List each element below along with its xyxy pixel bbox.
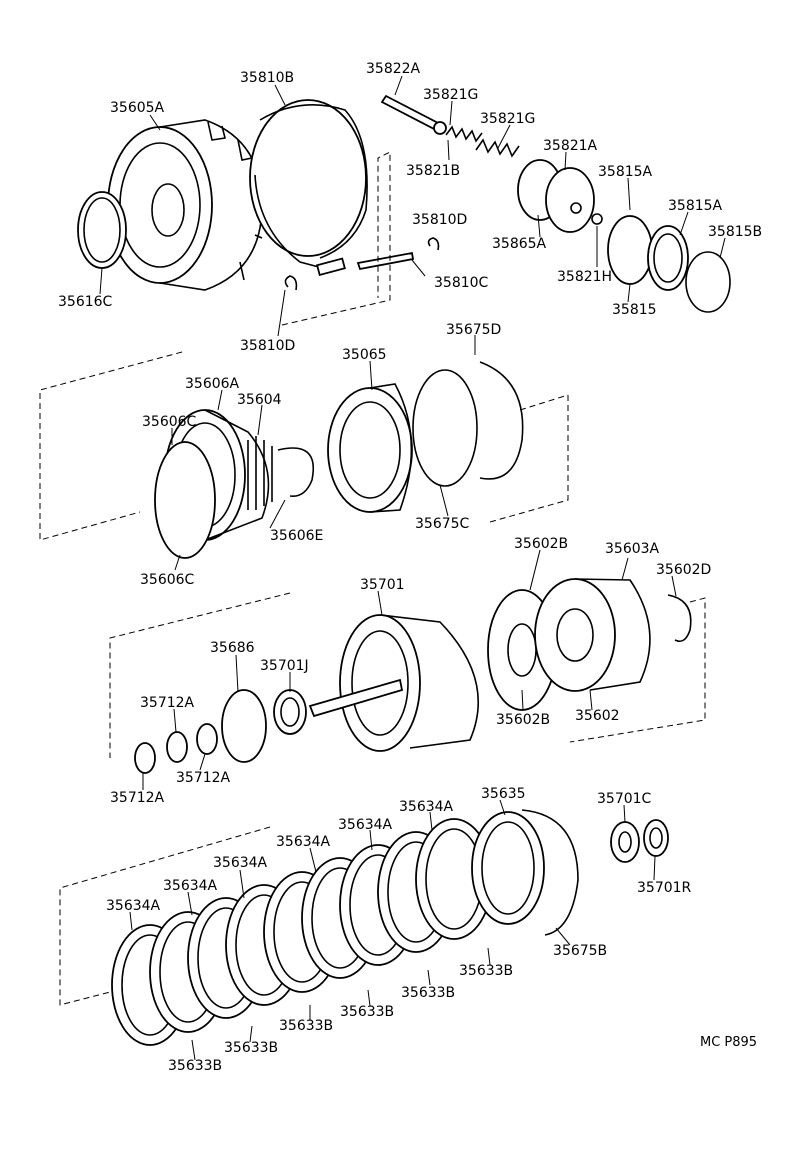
label-35675B: 35675B [553, 943, 607, 959]
bearing-35701J [273, 689, 307, 735]
label-35634A-2: 35634A [163, 878, 218, 894]
label-35821G-b: 35821G [480, 111, 535, 127]
part-labels: 35605A 35810B 35822A 35821G 35821G 35821… [58, 61, 762, 1074]
label-35633B-1: 35633B [168, 1058, 222, 1074]
label-35602D: 35602D [656, 562, 711, 578]
label-35616C: 35616C [58, 294, 113, 310]
bearing-35686 [221, 689, 267, 763]
label-35605A: 35605A [110, 100, 165, 116]
label-35606C-b: 35606C [140, 572, 195, 588]
label-35633B-5: 35633B [401, 985, 455, 1001]
label-35810D-b: 35810D [240, 338, 295, 354]
label-35634A-6: 35634A [399, 799, 454, 815]
race-35701C [610, 821, 640, 863]
label-35634A-1: 35634A [106, 898, 161, 914]
snap-ring-35602D [667, 594, 692, 643]
label-35815A-b: 35815A [668, 198, 723, 214]
label-35865A: 35865A [492, 236, 547, 252]
label-35810C: 35810C [434, 275, 489, 291]
brake-band-35810B [249, 99, 368, 277]
servo-springs-35821G [445, 125, 520, 158]
label-35712A-a: 35712A [140, 695, 195, 711]
label-35821B: 35821B [406, 163, 460, 179]
label-35634A-4: 35634A [276, 834, 331, 850]
leader-lines [99, 75, 726, 1061]
label-35602: 35602 [575, 708, 620, 724]
label-35065: 35065 [342, 347, 387, 363]
label-35633B-3: 35633B [279, 1018, 333, 1034]
label-35712A-c: 35712A [110, 790, 165, 806]
label-35602B-b: 35602B [496, 712, 550, 728]
group-outline-plates [59, 826, 271, 1006]
figure-code: MC P895 [700, 1035, 757, 1050]
label-35701: 35701 [360, 577, 405, 593]
snap-rings-35675 [412, 361, 524, 487]
washer-35606C [154, 441, 216, 559]
ring-gear-35065 [327, 383, 413, 513]
servo-piston-35821A [517, 159, 595, 233]
thrust-washer-35616C [77, 191, 127, 269]
label-35633B-2: 35633B [224, 1040, 278, 1056]
planetary-35701 [308, 614, 480, 752]
label-35675C: 35675C [415, 516, 470, 532]
group-outline-clutch [39, 351, 569, 541]
label-35603A: 35603A [605, 541, 660, 557]
bearing-35701R [643, 819, 669, 857]
snap-ring-35606E [277, 447, 314, 497]
label-35604: 35604 [237, 392, 282, 408]
label-35634A-3: 35634A [213, 855, 268, 871]
label-35810B: 35810B [240, 70, 294, 86]
clip-35810D [284, 237, 440, 291]
label-35602B-a: 35602B [514, 536, 568, 552]
label-35633B-6: 35633B [459, 963, 513, 979]
label-35606A: 35606A [185, 376, 240, 392]
label-35701C: 35701C [597, 791, 652, 807]
washers-35712A [134, 723, 218, 774]
label-35675D: 35675D [446, 322, 501, 338]
label-35701J: 35701J [260, 658, 309, 674]
servo-cover-35815 [591, 213, 731, 313]
label-35821H: 35821H [557, 269, 612, 285]
label-35686: 35686 [210, 640, 255, 656]
label-35810D-a: 35810D [412, 212, 467, 228]
servo-rod-35822A [380, 94, 447, 135]
label-35635: 35635 [481, 786, 526, 802]
label-35815B: 35815B [708, 224, 762, 240]
group-outline-brake [281, 151, 391, 326]
label-35634A-5: 35634A [338, 817, 393, 833]
label-35606E: 35606E [270, 528, 323, 544]
label-35821A: 35821A [543, 138, 598, 154]
pin-35810C [356, 251, 415, 271]
clutch-plates [111, 809, 579, 1046]
label-35701R: 35701R [637, 880, 692, 896]
label-35712A-b: 35712A [176, 770, 231, 786]
drum-35605A [107, 119, 263, 291]
label-35815: 35815 [612, 302, 657, 318]
label-35821G-a: 35821G [423, 87, 478, 103]
label-35633B-4: 35633B [340, 1004, 394, 1020]
hub-35602 [534, 578, 651, 692]
label-35822A: 35822A [366, 61, 421, 77]
label-35815A-a: 35815A [598, 164, 653, 180]
label-35606C-a: 35606C [142, 414, 197, 430]
group-outline-planetary [109, 592, 706, 758]
